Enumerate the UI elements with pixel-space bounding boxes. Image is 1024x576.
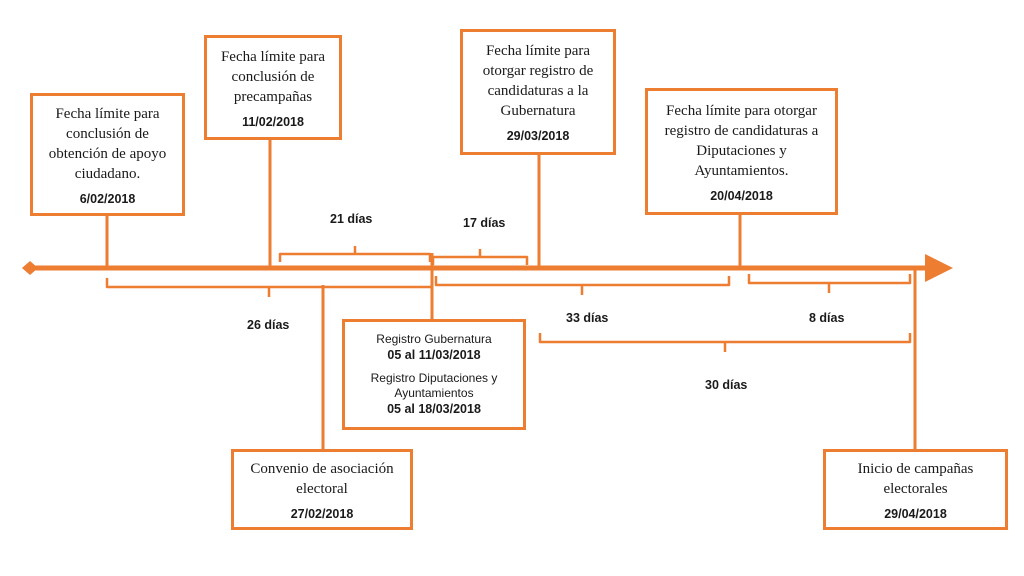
brace-17-dias [431, 249, 529, 265]
registro-box: Registro Gubernatura 05 al 11/03/2018 Re… [342, 319, 526, 430]
milestone-label: Fecha límite para conclusión de obtenció… [48, 105, 167, 182]
milestone-convenio: Convenio de asociación electoral 27/02/2… [231, 449, 413, 530]
milestone-date: 6/02/2018 [79, 191, 136, 206]
milestone-date: 29/04/2018 [884, 506, 947, 521]
milestone-diputaciones: Fecha límite para otorgar registro de ca… [645, 88, 838, 215]
registro-diputaciones-dates: 05 al 18/03/2018 [387, 402, 481, 416]
milestone-inicio-campanas: Inicio de campañas electorales 29/04/201… [823, 449, 1008, 530]
duration-17-dias: 17 días [463, 216, 506, 230]
milestone-date: 27/02/2018 [290, 506, 354, 521]
brace-26-dias [105, 278, 434, 297]
duration-30-dias: 30 días [705, 378, 748, 392]
milestone-precampanas: Fecha límite para conclusión de precampa… [204, 35, 342, 140]
duration-33-dias: 33 días [566, 311, 609, 325]
milestone-date: 20/04/2018 [710, 188, 773, 203]
duration-26-dias: 26 días [247, 318, 290, 332]
timeline-arrowhead-icon [925, 254, 953, 282]
duration-8-dias: 8 días [809, 311, 845, 325]
registro-gubernatura-label: Registro Gubernatura [376, 332, 492, 346]
milestone-label: Inicio de campañas electorales [857, 460, 974, 497]
milestone-label: Fecha límite para otorgar registro de ca… [482, 43, 594, 119]
brace-30-dias [538, 333, 912, 352]
registro-gubernatura-dates: 05 al 11/03/2018 [387, 348, 481, 362]
milestone-date: 11/02/2018 [242, 114, 304, 129]
brace-8-dias [747, 274, 912, 293]
milestone-label: Convenio de asociación electoral [250, 460, 394, 497]
milestone-date: 29/03/2018 [506, 129, 570, 143]
milestone-label: Fecha límite para conclusión de precampa… [220, 48, 326, 105]
brace-33-dias [434, 276, 731, 295]
timeline-start-marker [22, 261, 38, 275]
milestone-label: Fecha límite para otorgar registro de ca… [664, 102, 819, 179]
registro-diputaciones-label: Registro Diputaciones y Ayuntamientos [370, 371, 498, 400]
milestone-gubernatura: Fecha límite para otorgar registro de ca… [460, 29, 616, 155]
milestone-apoyo-ciudadano: Fecha límite para conclusión de obtenció… [30, 93, 185, 216]
brace-21-dias [278, 246, 432, 262]
duration-21-dias: 21 días [330, 212, 373, 226]
